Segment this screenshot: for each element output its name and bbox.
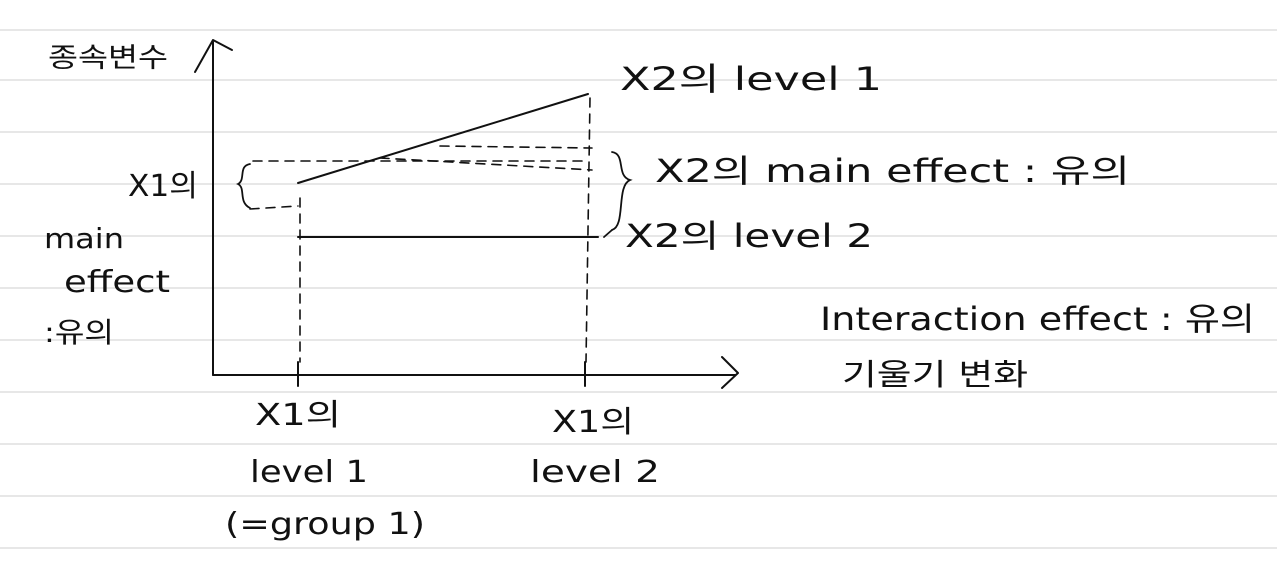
- dashed-x1-low: [249, 205, 299, 210]
- x2-level1-label: X2의 level 1: [620, 60, 882, 98]
- x1-level1-label-line2: level 1: [250, 455, 368, 490]
- x1-level2-label-line2: level 2: [530, 455, 660, 490]
- dashed-mean-upper: [439, 145, 593, 149]
- brace-x1-main-effect: [235, 163, 251, 209]
- x1-level1-label-line1: X1의: [255, 398, 341, 433]
- x1-main-effect-line2: effect: [64, 265, 170, 300]
- brace-x2-main-effect: [611, 151, 633, 231]
- x2-level1-line: [297, 93, 589, 184]
- dashed-guide-level2: [585, 97, 591, 363]
- x1-main-effect-prefix: X1의: [128, 169, 198, 204]
- x1-main-effect-line3: :유의: [44, 316, 114, 349]
- x1-level2-label-line1: X1의: [552, 405, 634, 440]
- dashed-mean-lower: [379, 157, 593, 171]
- x2-main-effect-label: X2의 main effect : 유의: [655, 152, 1130, 190]
- x1-level1-label-line3: (=group 1): [225, 507, 425, 542]
- x2-level2-label: X2의 level 2: [625, 217, 873, 255]
- x1-main-effect-line1: main: [44, 222, 124, 255]
- interaction-effect-line1: Interaction effect : 유의: [820, 300, 1255, 338]
- y-axis-arrowhead: [194, 39, 233, 73]
- arrow-to-level2: [603, 229, 613, 238]
- interaction-effect-line2: 기울기 변화: [842, 358, 1028, 393]
- y-axis-label: 종속변수: [48, 43, 168, 74]
- x-axis-arrowhead: [721, 356, 739, 389]
